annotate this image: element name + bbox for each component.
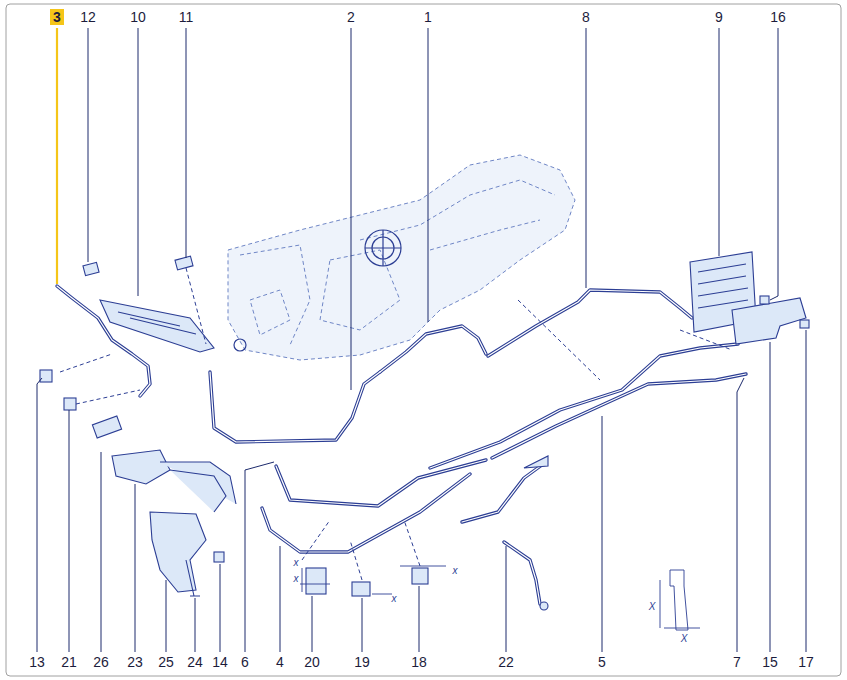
callout-number: 20: [304, 654, 320, 670]
callout-number: 1: [424, 9, 432, 25]
callout-number: 24: [187, 654, 203, 670]
dimension-letter: x: [294, 557, 299, 568]
callout-number: 8: [582, 9, 590, 25]
callout-number: 19: [354, 654, 370, 670]
callout-number: 12: [80, 9, 96, 25]
callout-number: 4: [276, 654, 284, 670]
callout-number: 23: [127, 654, 143, 670]
callout-number: 14: [212, 654, 228, 670]
callout-number: 15: [762, 654, 778, 670]
callout-number: 9: [715, 9, 723, 25]
dimension-letter: x: [453, 565, 458, 576]
callout-number: 13: [29, 654, 45, 670]
callout-number: 6: [241, 654, 249, 670]
callout-number: 11: [179, 9, 194, 25]
callout-number: 26: [93, 654, 109, 670]
callout-number: 21: [61, 654, 77, 670]
callout-number: 3: [50, 9, 64, 25]
dimension-letter: x: [392, 593, 397, 604]
callout-number: 2: [347, 9, 355, 25]
dimension-letter: X: [681, 633, 688, 644]
callout-number: 25: [158, 654, 174, 670]
dimension-letter: x: [294, 573, 299, 584]
callout-number: 17: [798, 654, 814, 670]
dimension-letter: X: [649, 601, 656, 612]
callout-number: 22: [498, 654, 514, 670]
callout-number: 18: [411, 654, 427, 670]
callout-number: 5: [598, 654, 606, 670]
callout-number: 10: [130, 9, 146, 25]
callout-number: 16: [770, 9, 786, 25]
callout-number: 7: [733, 654, 741, 670]
